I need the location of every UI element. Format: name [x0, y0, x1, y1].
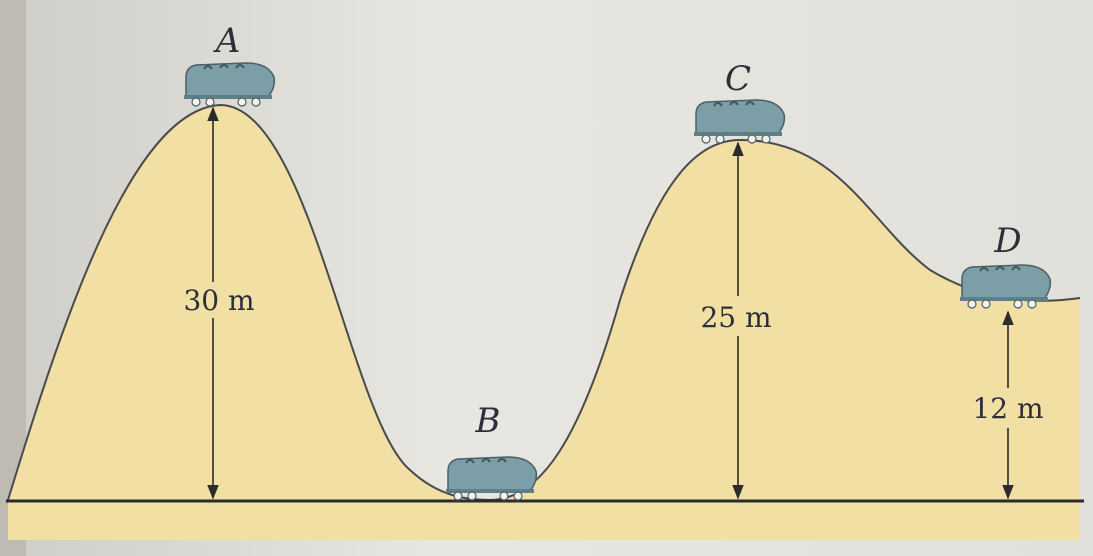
label-bg-c: [690, 296, 782, 336]
label-bg-a: [176, 282, 262, 318]
height-label-c: 25 m: [700, 301, 771, 334]
height-label-d: 12 m: [972, 392, 1043, 425]
point-label-a: A: [213, 21, 241, 61]
point-label-d: D: [993, 221, 1021, 261]
label-bg-d: [958, 388, 1058, 428]
point-label-b: B: [475, 401, 501, 441]
point-label-c: C: [725, 59, 751, 99]
height-label-a: 30 m: [183, 284, 254, 317]
hill-fill: [8, 105, 1080, 540]
